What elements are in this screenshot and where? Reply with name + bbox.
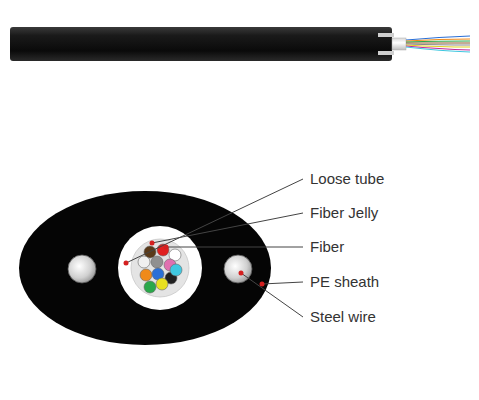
part-label: Loose tube [310, 170, 384, 188]
cable-cross-section [19, 191, 271, 345]
cable-side-view [10, 27, 470, 61]
part-label: PE sheath [310, 273, 379, 291]
part-label: Steel wire [310, 308, 376, 326]
leader-dots [124, 241, 265, 287]
part-label: Fiber [310, 238, 344, 256]
leader-lines [126, 179, 303, 317]
part-label: Fiber Jelly [310, 204, 378, 222]
